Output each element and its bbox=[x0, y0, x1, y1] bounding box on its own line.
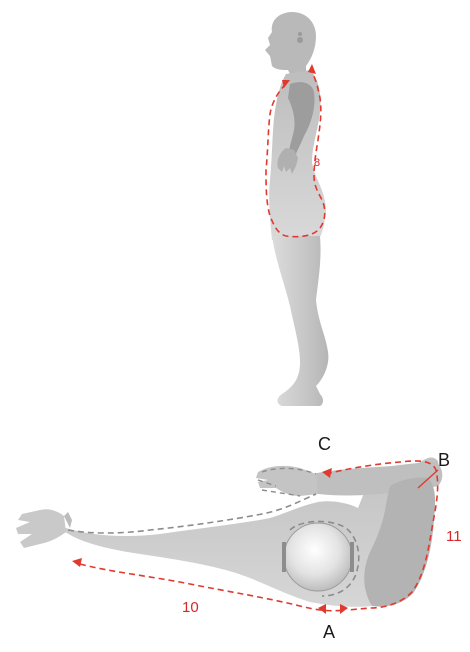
point-a-label: A bbox=[323, 622, 335, 642]
point-b-label: B bbox=[438, 450, 450, 470]
measure-10-label: 10 bbox=[182, 599, 199, 616]
measure-8-label: 8 bbox=[314, 157, 320, 169]
lying-figure: 10 11 C B A bbox=[16, 434, 462, 642]
standing-figure: 8 bbox=[265, 12, 328, 406]
measure-11-label: 11 bbox=[446, 528, 462, 545]
figure-head bbox=[265, 12, 316, 78]
figure-legs bbox=[272, 236, 328, 406]
lower-hand bbox=[16, 509, 66, 548]
point-c-label: C bbox=[318, 434, 331, 454]
exercise-ball bbox=[284, 523, 352, 591]
